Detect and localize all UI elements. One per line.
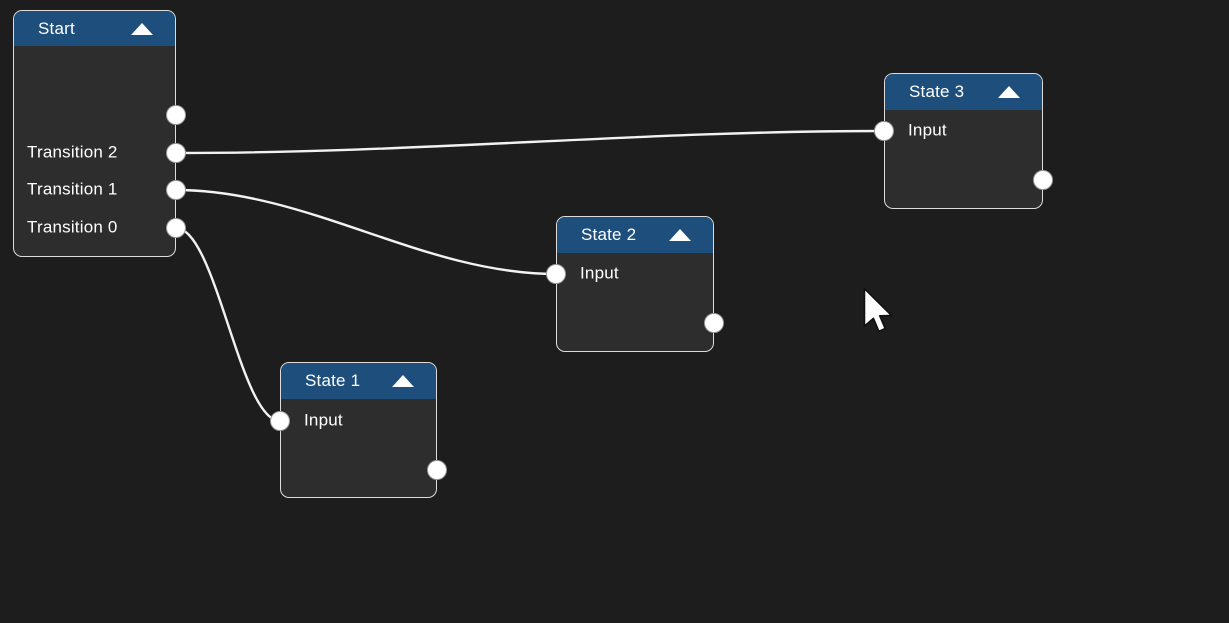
- collapse-triangle-up-icon[interactable]: [998, 86, 1020, 98]
- connection-wire-transition-2-to-state3[interactable]: [174, 129, 886, 155]
- port-label-start-transition-0: Transition 0: [27, 217, 118, 237]
- connection-wire-transition-0-to-state1[interactable]: [174, 226, 282, 423]
- port-start-output-0[interactable]: [166, 105, 186, 125]
- node-title-start: Start: [38, 18, 75, 38]
- node-header-state1[interactable]: State 1: [281, 363, 436, 399]
- port-label-state2-input: Input: [580, 263, 619, 283]
- connection-wire-transition-1-to-state2[interactable]: [174, 188, 558, 276]
- node-state1[interactable]: State 1: [280, 362, 437, 498]
- port-label-start-transition-1: Transition 1: [27, 179, 118, 199]
- port-state1-output-1[interactable]: [427, 460, 447, 480]
- collapse-triangle-up-icon[interactable]: [131, 22, 153, 35]
- port-state2-output-1[interactable]: [704, 313, 724, 333]
- node-start[interactable]: Start: [13, 10, 176, 257]
- port-label-start-transition-2: Transition 2: [27, 142, 118, 162]
- collapse-triangle-up-icon[interactable]: [392, 375, 414, 387]
- node-state2[interactable]: State 2: [556, 216, 714, 352]
- node-title-state3: State 3: [909, 82, 965, 101]
- node-state3[interactable]: State 3: [884, 73, 1043, 209]
- node-title-state2: State 2: [581, 225, 637, 244]
- port-state2-input[interactable]: [546, 264, 566, 284]
- node-header-state2[interactable]: State 2: [557, 217, 713, 253]
- port-state3-input[interactable]: [874, 121, 894, 141]
- port-label-state3-input: Input: [908, 120, 947, 140]
- collapse-triangle-up-icon[interactable]: [669, 229, 691, 241]
- port-start-transition-0[interactable]: [166, 218, 186, 238]
- node-header-start[interactable]: Start: [14, 11, 175, 46]
- port-state3-output-1[interactable]: [1033, 170, 1053, 190]
- port-state1-input[interactable]: [270, 411, 290, 431]
- mouse-cursor-icon: [863, 287, 893, 333]
- port-start-transition-2[interactable]: [166, 143, 186, 163]
- port-start-transition-1[interactable]: [166, 180, 186, 200]
- node-title-state1: State 1: [305, 371, 361, 390]
- port-label-state1-input: Input: [304, 410, 343, 430]
- node-header-state3[interactable]: State 3: [885, 74, 1042, 110]
